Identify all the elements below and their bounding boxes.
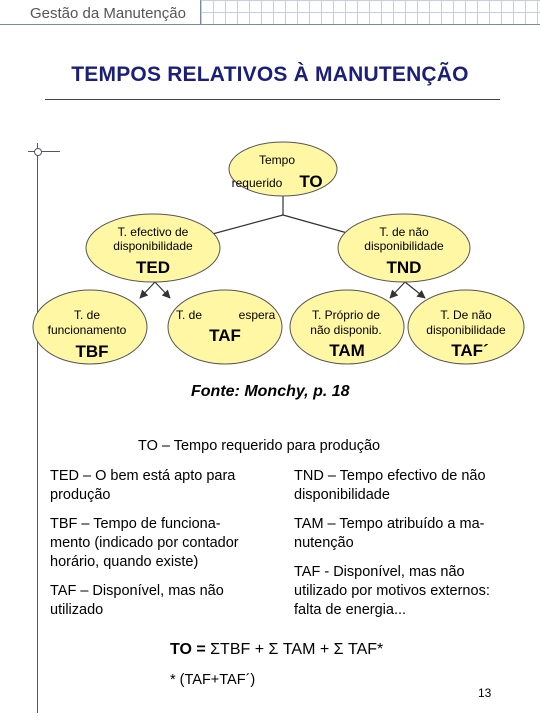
definition-tbf-line-2: mento (indicado por contador	[50, 535, 239, 551]
definition-tam-line-2: nutenção	[294, 535, 354, 551]
definition-taf-prime-line-1: TAF - Disponível, mas não	[294, 564, 465, 580]
margin-rule-vertical	[37, 143, 38, 713]
node-taf-label-2: espera	[239, 308, 276, 322]
connector-to-ted	[204, 196, 284, 239]
time-breakdown-diagram: Tempo requerido TO T. efectivo de dispon…	[32, 141, 525, 365]
definition-taf-prime-line-3: falta de energia...	[294, 602, 407, 618]
node-tbf: T. de funcionamento TBF	[32, 289, 148, 365]
margin-circle-marker	[34, 148, 42, 156]
definition-ted-line-1: TED – O bem está apto para	[50, 468, 236, 484]
slide-header: Gestão da Manutenção	[0, 0, 540, 26]
node-ted-label-2: disponibilidade	[113, 239, 193, 253]
node-tam-code: TAM	[329, 341, 365, 360]
header-title: Gestão da Manutenção	[30, 5, 186, 22]
node-taf-prime-label-1: T. De não	[440, 308, 492, 322]
node-taf-prime-label-2: disponibilidade	[426, 323, 506, 337]
node-ted: T. efectivo de disponibilidade TED	[85, 213, 221, 283]
node-taf-prime-code: TAF´	[451, 341, 488, 360]
margin-crosshair-horizontal	[28, 151, 60, 152]
definition-tnd-line-1: TND – Tempo efectivo de não	[294, 468, 486, 484]
node-tam-label-1: T. Próprio de	[312, 308, 380, 322]
definition-tam-line-1: TAM – Tempo atribuído a ma-	[294, 516, 485, 532]
node-to-label-bottom: requerido	[232, 176, 283, 190]
node-taf: T. de espera TAF	[167, 289, 283, 365]
node-taf-code: TAF	[209, 326, 241, 345]
page-number: 13	[478, 686, 492, 700]
title-underline	[45, 99, 500, 100]
node-to: Tempo requerido TO	[228, 141, 338, 197]
connector-to-taf2	[404, 281, 426, 299]
total-time-formula: TO = ΣTBF + Σ TAM + Σ TAF*	[170, 641, 383, 659]
definition-taf-line-2: utilizado	[50, 602, 104, 618]
definition-ted-line-2: produção	[50, 487, 111, 503]
formula-lhs: TO =	[170, 641, 206, 658]
node-ted-code: TED	[136, 258, 170, 277]
definition-tbf-line-3: horário, quando existe)	[50, 554, 199, 570]
node-tbf-label-1: T. de	[74, 308, 100, 322]
node-tnd-label-2: disponibilidade	[364, 239, 444, 253]
connector-to-tbf	[139, 281, 156, 299]
connector-to-tam	[389, 281, 406, 299]
definition-to: TO – Tempo requerido para produção	[138, 438, 381, 454]
node-to-code: TO	[299, 172, 322, 191]
header-grid-decoration	[200, 0, 540, 25]
node-tbf-code: TBF	[75, 342, 108, 361]
node-taf-label-1: T. de	[176, 308, 202, 322]
node-taf-prime: T. De não disponibilidade TAF´	[407, 289, 525, 365]
node-tnd-label-1: T. de não	[379, 225, 429, 239]
node-tam: T. Próprio de não disponib. TAM	[289, 289, 405, 365]
source-citation: Fonte: Monchy, p. 18	[191, 383, 350, 400]
formula-footnote: * (TAF+TAF´)	[170, 672, 256, 688]
node-tam-label-2: não disponib.	[310, 323, 381, 337]
node-to-label-top: Tempo	[259, 153, 295, 167]
node-tnd: T. de não disponibilidade TND	[337, 213, 471, 283]
node-tbf-label-2: funcionamento	[48, 323, 127, 337]
definition-tbf-line-1: TBF – Tempo de funciona-	[50, 516, 221, 532]
definition-taf-line-1: TAF – Disponível, mas não	[50, 583, 224, 599]
header-rule	[0, 24, 200, 25]
definition-taf-prime-line-2: utilizado por motivos externos:	[294, 583, 490, 599]
slide-title: TEMPOS RELATIVOS À MANUTENÇÃO	[71, 63, 469, 86]
connector-to-taf	[154, 281, 171, 299]
definition-tnd-line-2: disponibilidade	[294, 487, 390, 503]
node-tnd-code: TND	[387, 258, 422, 277]
node-ted-label-1: T. efectivo de	[118, 225, 189, 239]
formula-rhs: ΣTBF + Σ TAM + Σ TAF*	[205, 641, 384, 658]
